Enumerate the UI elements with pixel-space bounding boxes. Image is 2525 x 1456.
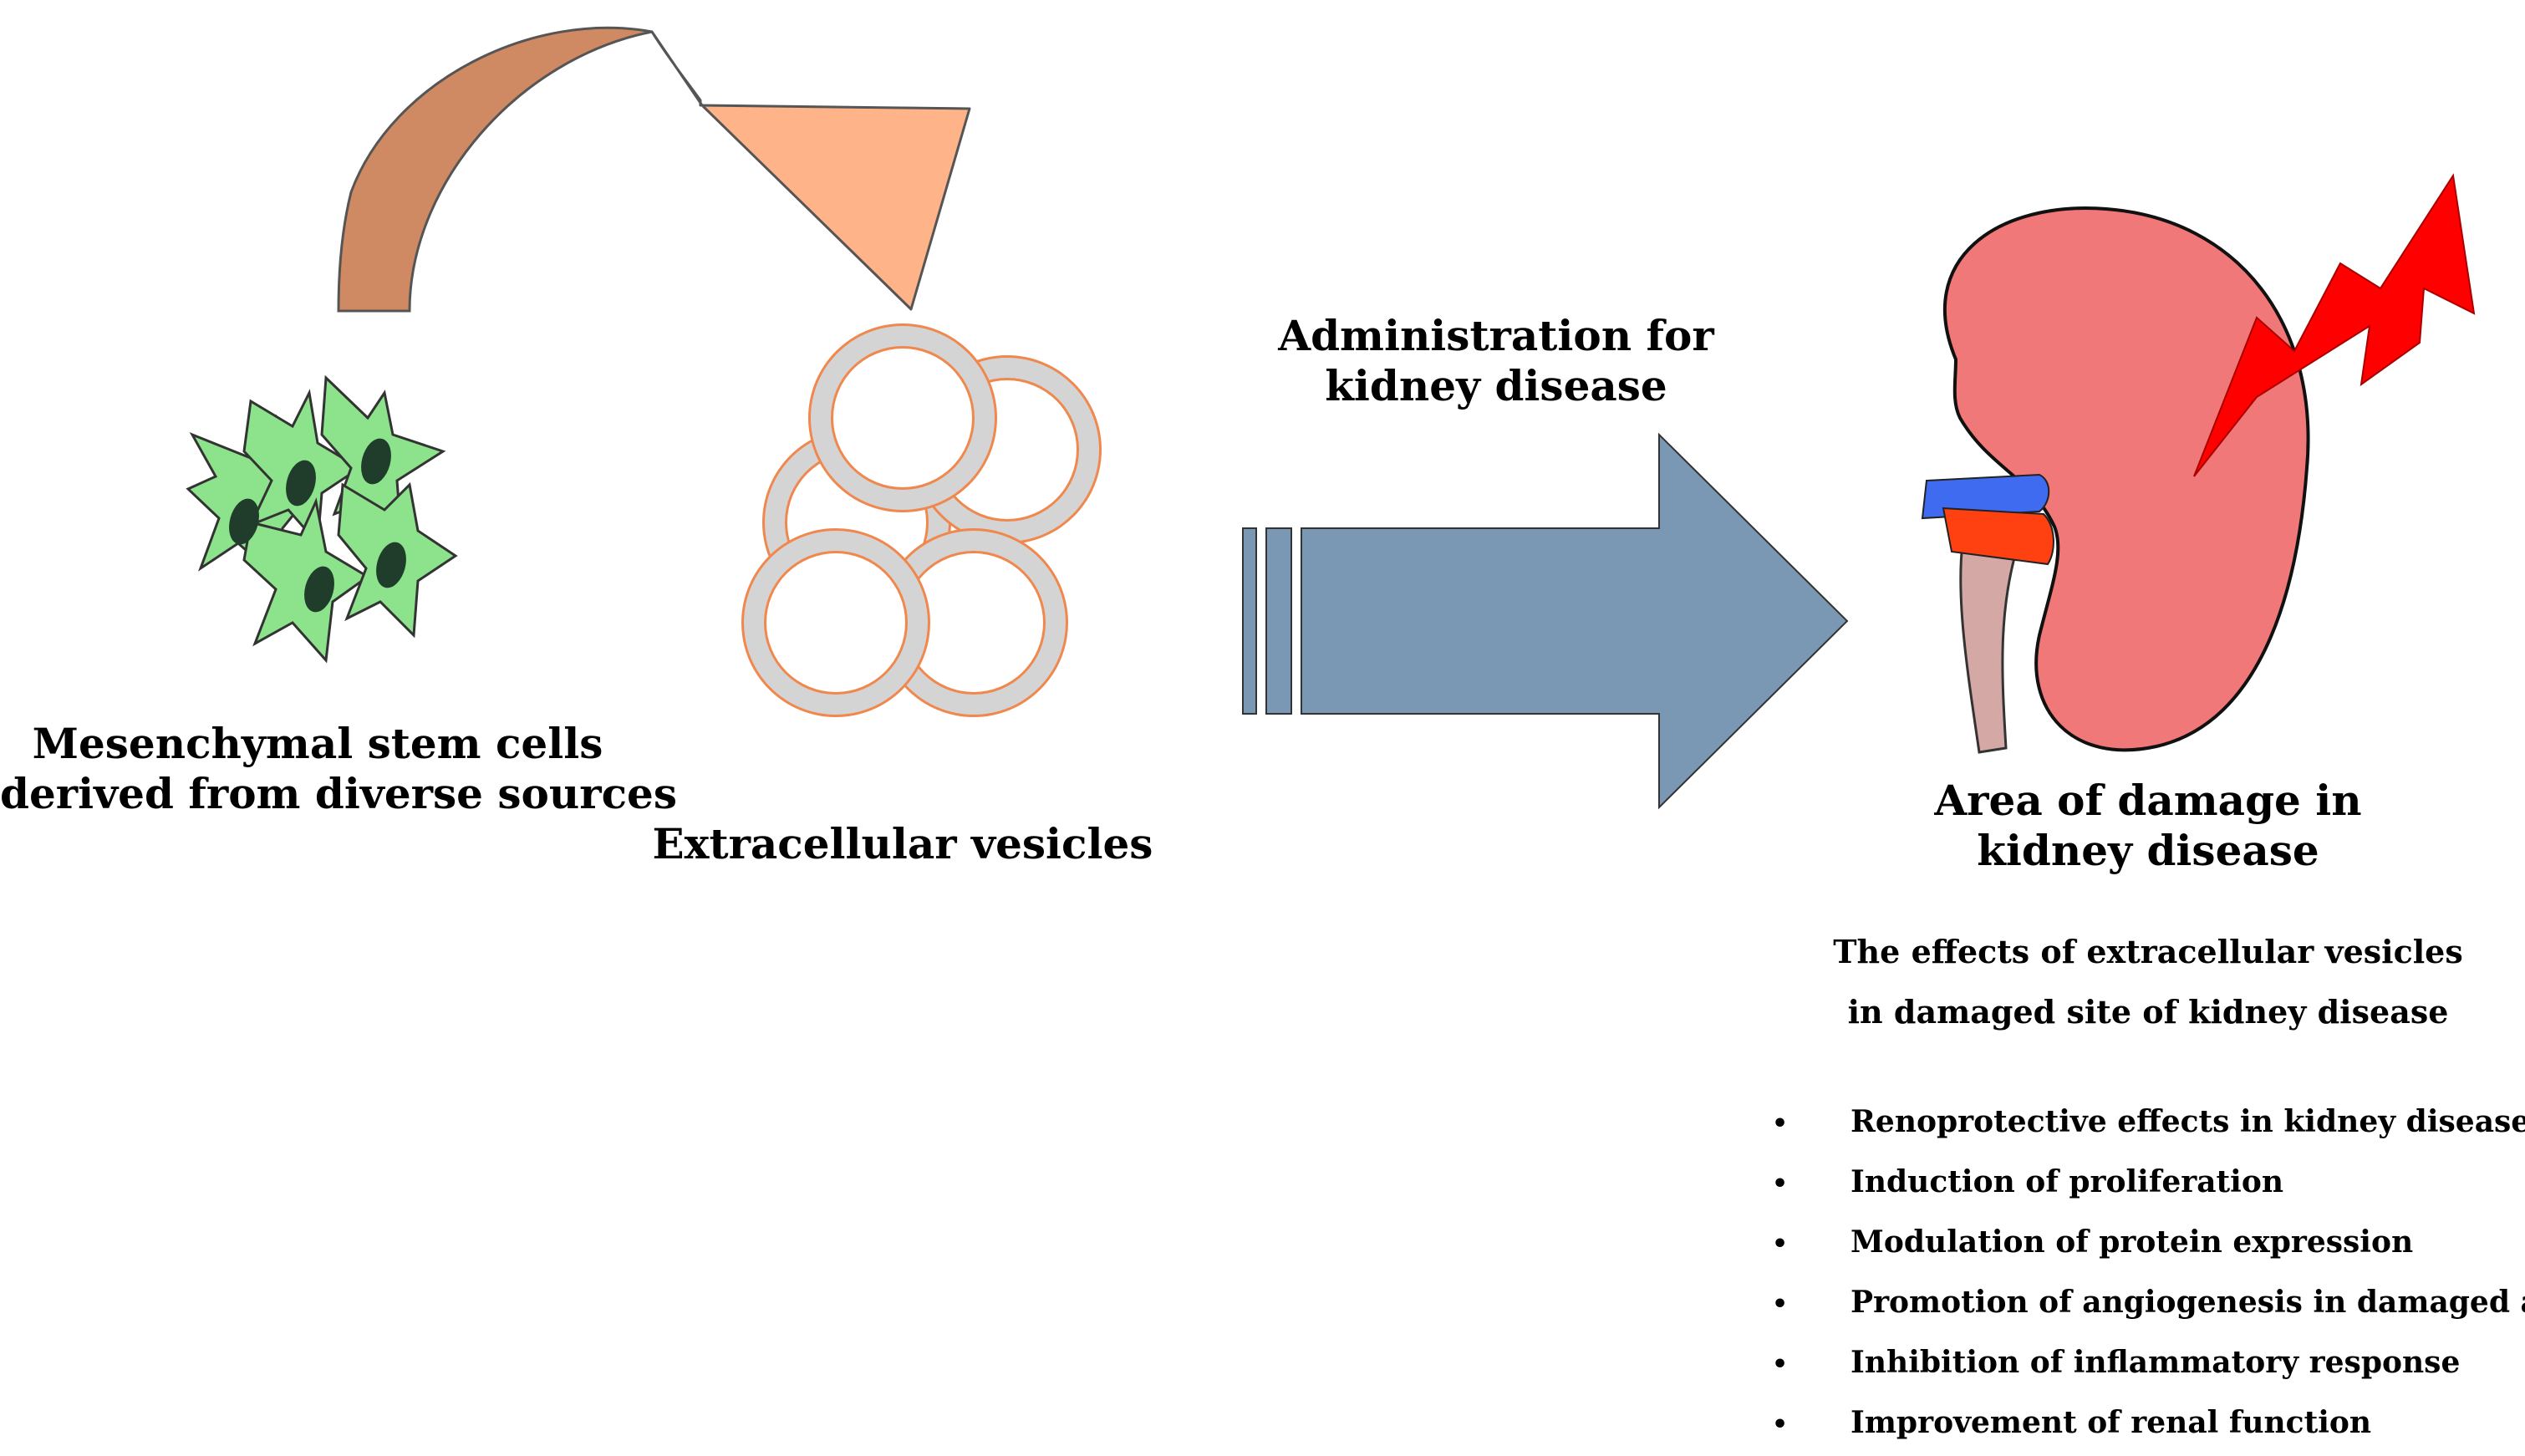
effect-text: Promotion of angiogenesis in damaged are… [1850,1285,2525,1320]
damage-area-label-line1: Area of damage in [1934,776,2362,825]
ureter [1959,542,2021,754]
vesicle [808,323,997,512]
effect-item: • Improvement of renal function [1772,1403,2525,1456]
bullet-icon: • [1772,1290,1789,1319]
kidney-icon [1921,206,2310,754]
lightning-bolt-icon [2193,173,2476,477]
effect-text: Induction of proliferation [1850,1164,2284,1199]
administration-arrow-icon [1242,432,1849,810]
bullet-icon: • [1772,1109,1789,1138]
bullet-icon: • [1772,1350,1789,1379]
stem-cell-body [242,497,370,664]
curved-arrow-band [337,26,653,313]
vesicle [879,528,1068,717]
effect-text: Inhibition of inflammatory response [1850,1345,2461,1380]
arrow-body [1301,432,1849,810]
administration-label: Administration for kidney disease [1237,311,1755,411]
effect-item: • Renoprotective effects in kidney diseas… [1772,1102,2525,1162]
msc-label: Mesenchymal stem cells derived from dive… [0,719,677,819]
cell-nucleus [286,460,316,507]
cell-nucleus [229,498,259,545]
cell-nucleus [376,542,406,588]
effect-item: • Inhibition of inflammatory response [1772,1342,2525,1403]
effect-text: Improvement of renal function [1850,1405,2372,1440]
arrow-stripe [1242,527,1257,715]
effect-item: • Modulation of protein expression [1772,1222,2525,1282]
damage-area-label-line2: kidney disease [1977,826,2319,875]
cell-nucleus [361,438,391,485]
ev-label: Extracellular vesicles [644,819,1162,869]
bullet-icon: • [1772,1169,1789,1199]
cell-nucleus [304,566,334,613]
effect-text: Modulation of protein expression [1850,1224,2414,1260]
vesicle [741,528,930,717]
effects-heading: The effects of extracellular vesicles in… [1797,922,2499,1042]
administration-label-line2: kidney disease [1325,361,1667,410]
msc-label-line2: derived from diverse sources [0,769,677,818]
effect-text: Renoprotective effects in kidney disease [1850,1104,2525,1139]
curved-arrow-head [650,30,971,311]
curved-arrow-icon [337,26,971,313]
stem-cells-icon [186,374,458,664]
bullet-icon: • [1772,1229,1789,1259]
renal-artery [1942,507,2054,566]
vesicles-icon [741,323,1102,717]
bullet-icon: • [1772,1410,1789,1439]
effect-item: • Promotion of angiogenesis in damaged ar… [1772,1282,2525,1342]
administration-label-line1: Administration for [1278,311,1714,360]
renal-vein [1921,473,2050,520]
ev-label-line: Extracellular vesicles [652,819,1153,868]
msc-label-line1: Mesenchymal stem cells [32,719,603,768]
effects-heading-line1: The effects of extracellular vesicles [1833,933,2463,970]
effects-list: • Renoprotective effects in kidney diseas… [1772,1102,2525,1456]
damage-area-label: Area of damage in kidney disease [1889,776,2407,876]
effect-item: • Induction of proliferation [1772,1162,2525,1222]
effects-heading-line2: in damaged site of kidney disease [1847,993,2449,1031]
arrow-stripe [1265,527,1292,715]
